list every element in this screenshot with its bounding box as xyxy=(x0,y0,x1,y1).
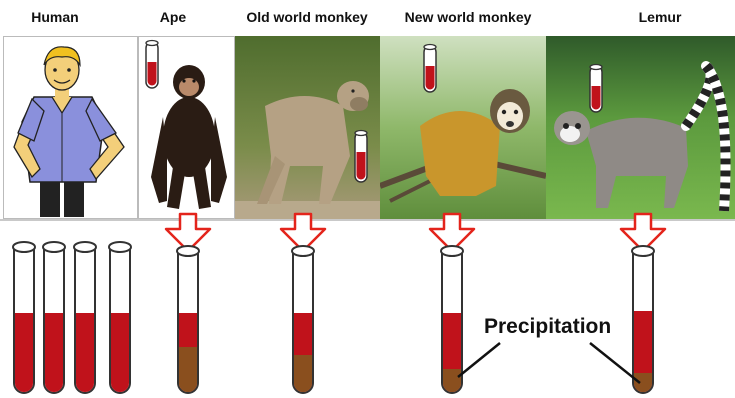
header-lemur: Lemur xyxy=(639,9,682,25)
header-ape: Ape xyxy=(160,9,186,25)
header-human: Human xyxy=(31,9,78,25)
lemur-result xyxy=(590,214,665,393)
test-tube-icon xyxy=(109,242,131,393)
old-world-monkey-photo xyxy=(235,36,380,219)
test-tube-icon xyxy=(355,131,367,183)
new-world-monkey-photo xyxy=(380,36,546,219)
test-tube-icon xyxy=(292,246,314,393)
panel-ape xyxy=(138,36,235,219)
precipitation-pointer-left xyxy=(458,343,500,377)
ape-result xyxy=(166,214,210,393)
test-tube-icon xyxy=(632,246,654,393)
panel-new-world-monkey xyxy=(380,36,546,219)
test-tube-icon xyxy=(43,242,65,393)
test-tube-icon xyxy=(74,242,96,393)
old-world-monkey-result xyxy=(281,214,325,393)
header-new-world-monkey: New world monkey xyxy=(405,9,532,25)
panel-old-world-monkey xyxy=(235,36,380,219)
test-tube-icon xyxy=(146,41,158,89)
human-illustration xyxy=(4,37,138,219)
panel-human xyxy=(3,36,138,219)
new-world-monkey-result xyxy=(430,214,500,393)
human-tubes xyxy=(13,242,131,393)
ape-photo xyxy=(139,37,235,219)
test-tube-icon xyxy=(590,65,602,113)
column-headers: Human Ape Old world monkey New world mon… xyxy=(0,0,735,36)
header-old-world-monkey: Old world monkey xyxy=(246,9,367,25)
precipitation-label: Precipitation xyxy=(484,315,611,339)
test-tube-icon xyxy=(424,45,436,93)
test-tube-icon xyxy=(13,242,35,393)
tube-row xyxy=(0,205,735,398)
test-tube-icon xyxy=(177,246,199,393)
lemur-photo xyxy=(546,36,735,219)
test-tube-icon xyxy=(441,246,463,393)
panel-lemur xyxy=(546,36,735,219)
